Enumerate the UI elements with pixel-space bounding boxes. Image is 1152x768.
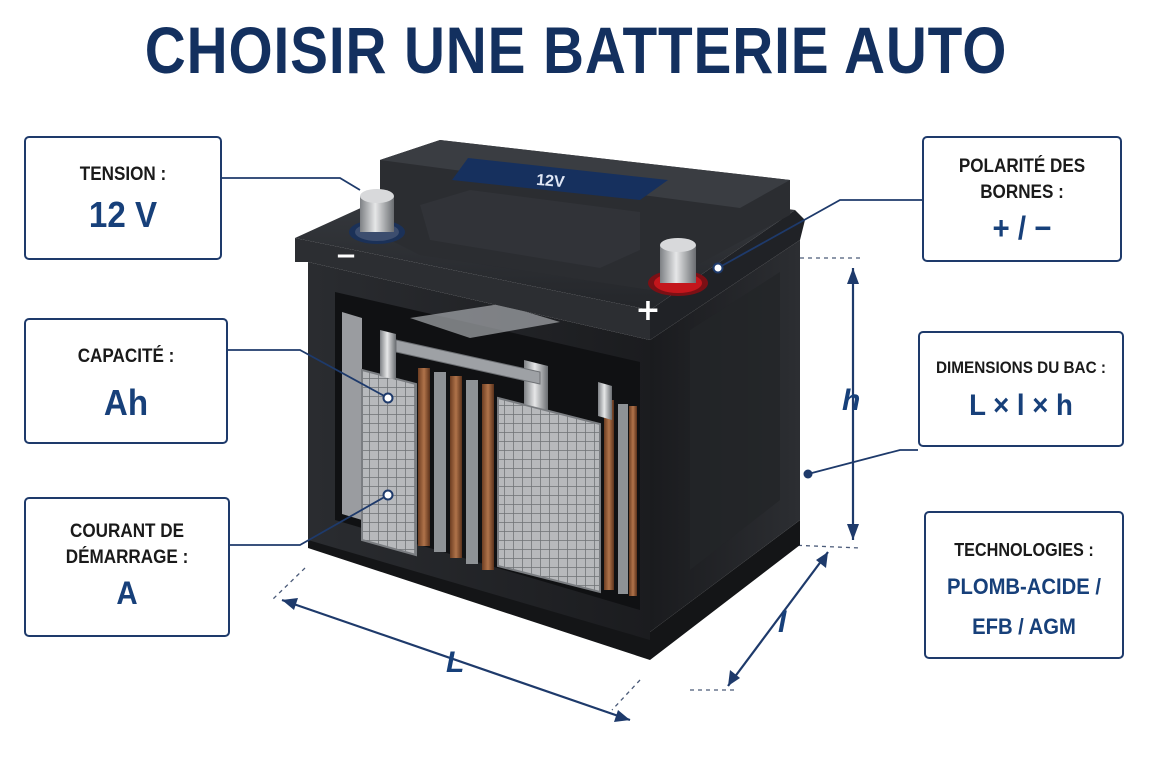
positive-terminal [648,238,708,296]
callout-capacity: CAPACITÉ : Ah [24,318,228,444]
dimensions-label: DIMENSIONS DU BAC : [935,358,1107,377]
capacity-value: Ah [103,382,149,423]
polarity-label-line2: BORNES : [980,182,1064,203]
dimension-guides [271,257,861,722]
negative-sign: − [335,241,357,271]
dimension-width-label: l [778,606,787,639]
polarity-label-line1: POLARITÉ DES [958,156,1086,177]
leader-lines [222,177,922,546]
dimension-height-label: h [842,384,860,417]
battery-12v-label: 12V [535,172,565,191]
cranking-current-label-line1: COURANT DE [69,521,184,542]
callout-dimensions: DIMENSIONS DU BAC : L × l × h [918,331,1124,447]
leader-dots [382,262,813,501]
cranking-current-value: A [116,575,138,611]
polarity-value: + / − [992,210,1052,246]
positive-sign: + [635,293,660,328]
grid-plate-left [342,312,417,557]
callout-technologies: TECHNOLOGIES : PLOMB-ACIDE / EFB / AGM [924,511,1124,659]
negative-terminal [349,189,405,244]
callout-cranking-current: COURANT DE DÉMARRAGE : A [24,497,230,637]
technologies-value-line1: PLOMB-ACIDE / [946,574,1102,599]
technologies-label: TECHNOLOGIES : [954,540,1094,560]
grid-plate-right [497,360,612,594]
capacity-label: CAPACITÉ : [77,346,175,367]
callout-polarity: POLARITÉ DES BORNES : + / − [922,136,1122,262]
page-title: CHOISIR UNE BATTERIE AUTO [144,13,1008,87]
lead-plates [418,368,637,596]
callout-tension: TENSION : 12 V [24,136,222,260]
tension-value: 12 V [88,194,158,235]
dimensions-value: L × l × h [969,389,1073,422]
tension-label: TENSION : [79,164,167,185]
battery-illustration: 12V − + [295,140,805,660]
dimension-length-label: L [446,646,464,679]
technologies-value-line2: EFB / AGM [972,614,1076,639]
cranking-current-label-line2: DÉMARRAGE : [65,547,189,568]
